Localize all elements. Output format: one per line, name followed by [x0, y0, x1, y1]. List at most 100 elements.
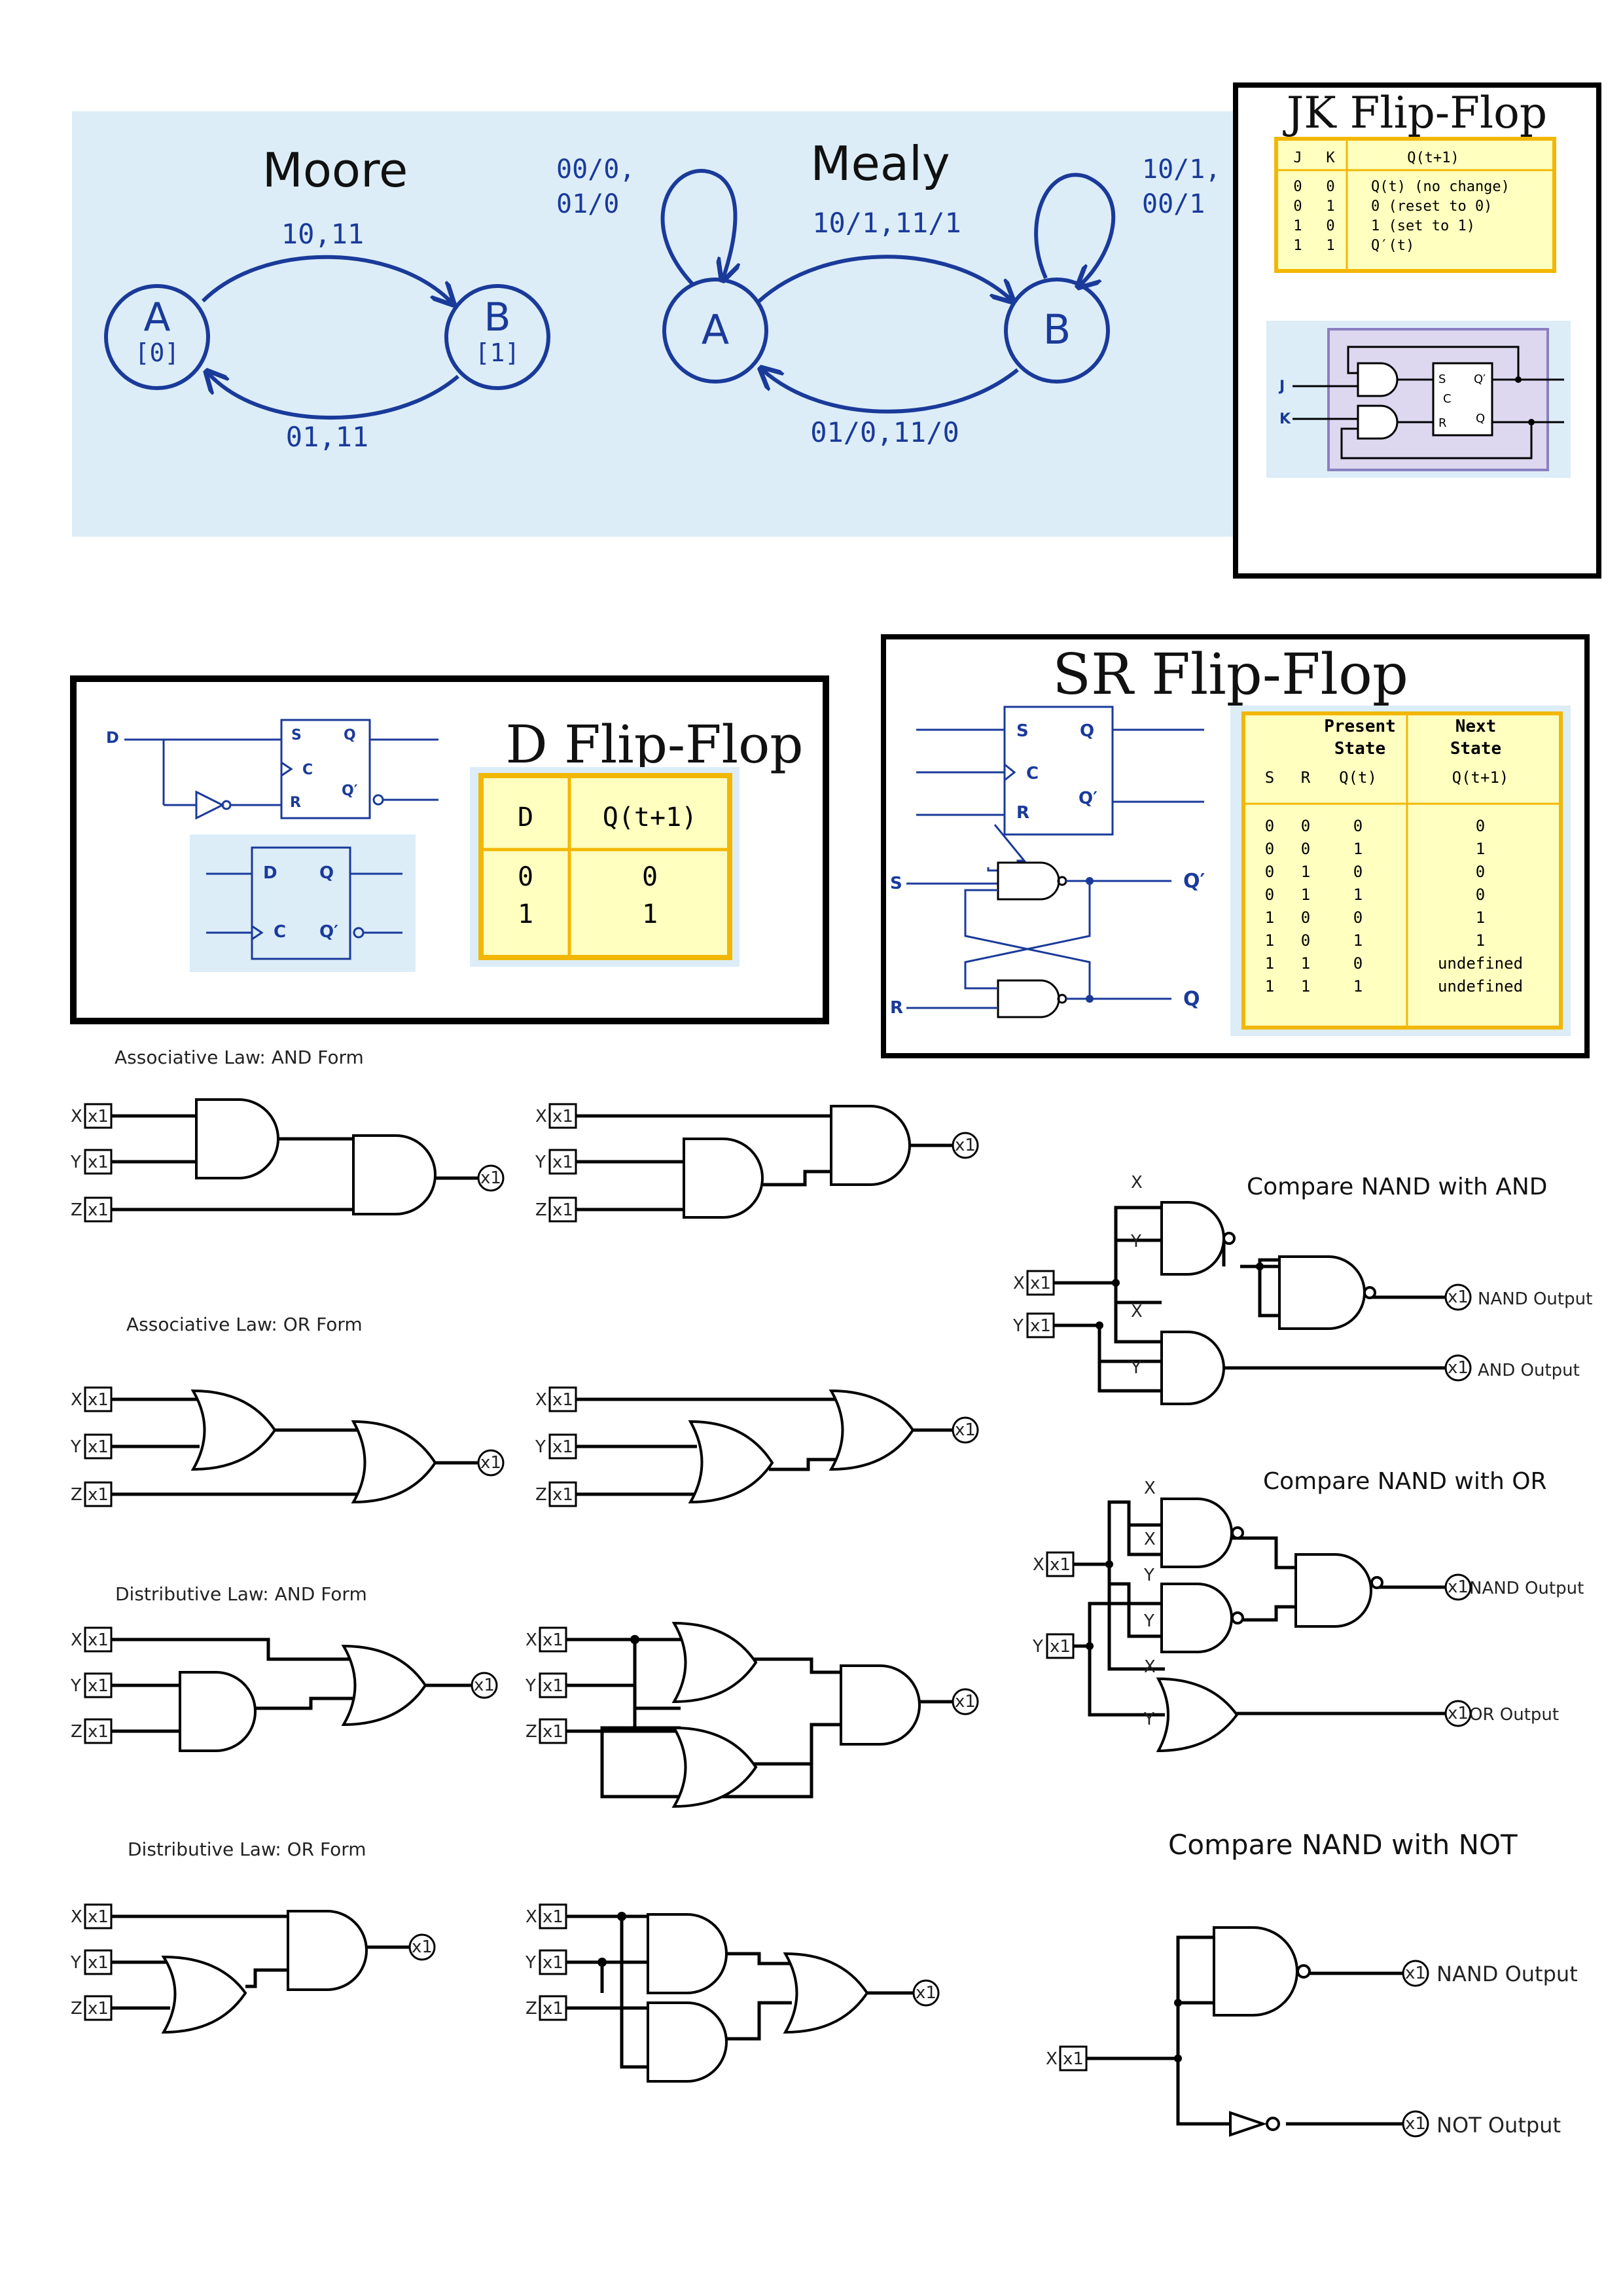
d-row-2-d: 1 [518, 899, 533, 929]
assoc-and-2-input-y-box[interactable] [548, 1149, 577, 1175]
nand-or-y-label-1: Y [1143, 1566, 1154, 1585]
moore-state-a-output: [0] [135, 338, 180, 367]
dist-or-2-input-z-box[interactable] [539, 1995, 567, 2021]
sr-cell-r1-c4: 0 [1476, 817, 1485, 835]
assoc-or-1-input-y-box[interactable] [84, 1433, 113, 1460]
nand-and-input-x-box[interactable] [1026, 1270, 1055, 1296]
dist-or-2-input-y-label: Y [525, 1953, 536, 1973]
dist-and-circuit-1 [108, 1638, 471, 1752]
assoc-or-2-input-y-value: x1 [552, 1437, 573, 1457]
nand-and-input-y-box[interactable] [1026, 1312, 1055, 1338]
dist-and-1-input-z-box[interactable] [84, 1718, 113, 1744]
jk-row-1-k: 0 [1326, 179, 1334, 195]
assoc-and-2-input-x-value: x1 [552, 1107, 573, 1126]
dist-or-1-input-x-box[interactable] [84, 1903, 113, 1929]
jk-pin-q: Q [1476, 412, 1485, 425]
mealy-edge-ba-label: 01/0,11/0 [810, 416, 959, 448]
sr-cell-r4-c4: 0 [1476, 886, 1485, 904]
assoc-and-1-input-x-box[interactable] [84, 1103, 113, 1129]
assoc-and-2-output-probe[interactable] [952, 1132, 979, 1159]
sr-latch-s: S [890, 874, 902, 893]
sr-cell-r4-c3: 1 [1353, 886, 1363, 904]
nand-or-nand-output-probe[interactable] [1444, 1573, 1472, 1601]
dist-or-2-output-probe[interactable] [912, 1979, 940, 2007]
assoc-and-1-input-y-label: Y [70, 1153, 81, 1172]
assoc-and-2-input-z-box[interactable] [548, 1196, 577, 1223]
nand-or-input-y-box[interactable] [1046, 1633, 1075, 1659]
d-row-1-q: 0 [642, 862, 658, 892]
jk-row-3-j: 1 [1293, 218, 1302, 234]
assoc-or-2-input-y-box[interactable] [548, 1433, 577, 1460]
assoc-or-2-input-z-box[interactable] [548, 1481, 577, 1507]
assoc-and-2-input-z-value: x1 [552, 1200, 573, 1220]
sr-cell-r7-c3: 0 [1353, 954, 1363, 973]
d-pin-q: Q [344, 727, 356, 744]
nand-not-nand-output-probe[interactable] [1402, 1960, 1429, 1987]
mealy-transition-ba [762, 370, 1019, 414]
dist-and-2-input-y-box[interactable] [539, 1672, 567, 1698]
dist-and-1-input-x-box[interactable] [84, 1626, 113, 1653]
dist-or-1-input-z-box[interactable] [84, 1995, 113, 2021]
assoc-or-1-input-z-label: Z [71, 1485, 82, 1505]
nand-and-nand-output-probe[interactable] [1444, 1283, 1472, 1311]
sr-cell-r8-c2: 1 [1301, 977, 1310, 996]
dist-and-1-output-probe[interactable] [471, 1672, 498, 1699]
dist-and-1-input-y-box[interactable] [84, 1672, 113, 1698]
dist-or-1-input-y-label: Y [70, 1953, 81, 1973]
assoc-and-1-output-probe[interactable] [477, 1164, 505, 1192]
dist-or-1-output-probe[interactable] [408, 1933, 436, 1961]
nand-or-input-x-box[interactable] [1046, 1551, 1075, 1577]
dist-and-2-input-x-box[interactable] [539, 1626, 567, 1653]
dist-and-2-input-z-box[interactable] [539, 1718, 567, 1744]
assoc-and-1-input-y-box[interactable] [84, 1149, 113, 1175]
sr-latch-q: Q [1183, 988, 1200, 1011]
assoc-or-2-output-probe[interactable] [952, 1416, 979, 1444]
moore-state-a-label: A [143, 295, 170, 340]
nand-and-x-label-2: X [1131, 1302, 1143, 1321]
dist-and-1-input-y-label: Y [70, 1676, 81, 1696]
nand-not-input-x-box[interactable] [1059, 2045, 1088, 2072]
dist-or-1-input-z-label: Z [71, 1999, 82, 2018]
assoc-or-2-input-x-box[interactable] [548, 1386, 577, 1412]
assoc-and-2-input-x-box[interactable] [548, 1103, 577, 1129]
jk-input-j: J [1278, 378, 1285, 395]
assoc-and-2-input-x-label: X [535, 1107, 547, 1126]
d-pin-s: S [291, 727, 302, 744]
dist-and-1-input-x-label: X [71, 1630, 82, 1650]
assoc-or-2-output-value: x1 [955, 1420, 976, 1440]
dist-or-2-input-x-box[interactable] [539, 1903, 567, 1929]
sr-pin-r: R [1016, 803, 1029, 823]
jk-input-k: K [1279, 411, 1291, 427]
jk-row-2-k: 1 [1326, 198, 1334, 215]
assoc-or-1-input-z-value: x1 [88, 1485, 109, 1505]
assoc-or-1-output-value: x1 [480, 1453, 501, 1473]
dist-or-1-input-y-box[interactable] [84, 1949, 113, 1975]
dist-and-2-output-probe[interactable] [952, 1688, 979, 1715]
nand-not-not-output-probe[interactable] [1402, 2110, 1429, 2138]
mealy-loop-a-label-2: 01/0 [556, 189, 619, 219]
jk-header-k: K [1326, 150, 1335, 166]
jk-header-j: J [1293, 150, 1302, 166]
moore-state-a [104, 284, 210, 390]
assoc-or-1-input-z-box[interactable] [84, 1481, 113, 1507]
sr-col-qt: Q(t) [1339, 768, 1377, 787]
sr-cell-r6-c4: 1 [1476, 931, 1485, 950]
nand-or-or-output-probe[interactable] [1444, 1700, 1472, 1727]
dist-or-2-input-y-box[interactable] [539, 1949, 567, 1975]
mealy-state-a [662, 278, 768, 384]
sr-cell-r6-c3: 1 [1353, 931, 1363, 950]
assoc-or-1-output-probe[interactable] [477, 1449, 505, 1477]
sr-cell-r5-c4: 1 [1476, 908, 1485, 927]
assoc-or-1-input-x-box[interactable] [84, 1386, 113, 1412]
dist-and-circuit-2 [566, 1621, 952, 1808]
nand-not-not-output-value: x1 [1405, 2114, 1426, 2134]
assoc-and-1-input-y-value: x1 [88, 1153, 109, 1172]
mealy-loop-b-label-1: 10/1, [1142, 154, 1221, 185]
nand-and-and-output-probe[interactable] [1444, 1354, 1472, 1382]
sr-latch-r: R [890, 998, 903, 1018]
dist-or-1-input-y-value: x1 [88, 1953, 109, 1973]
assoc-or-2-input-z-label: Z [535, 1485, 547, 1505]
assoc-and-1-input-z-box[interactable] [84, 1196, 113, 1223]
